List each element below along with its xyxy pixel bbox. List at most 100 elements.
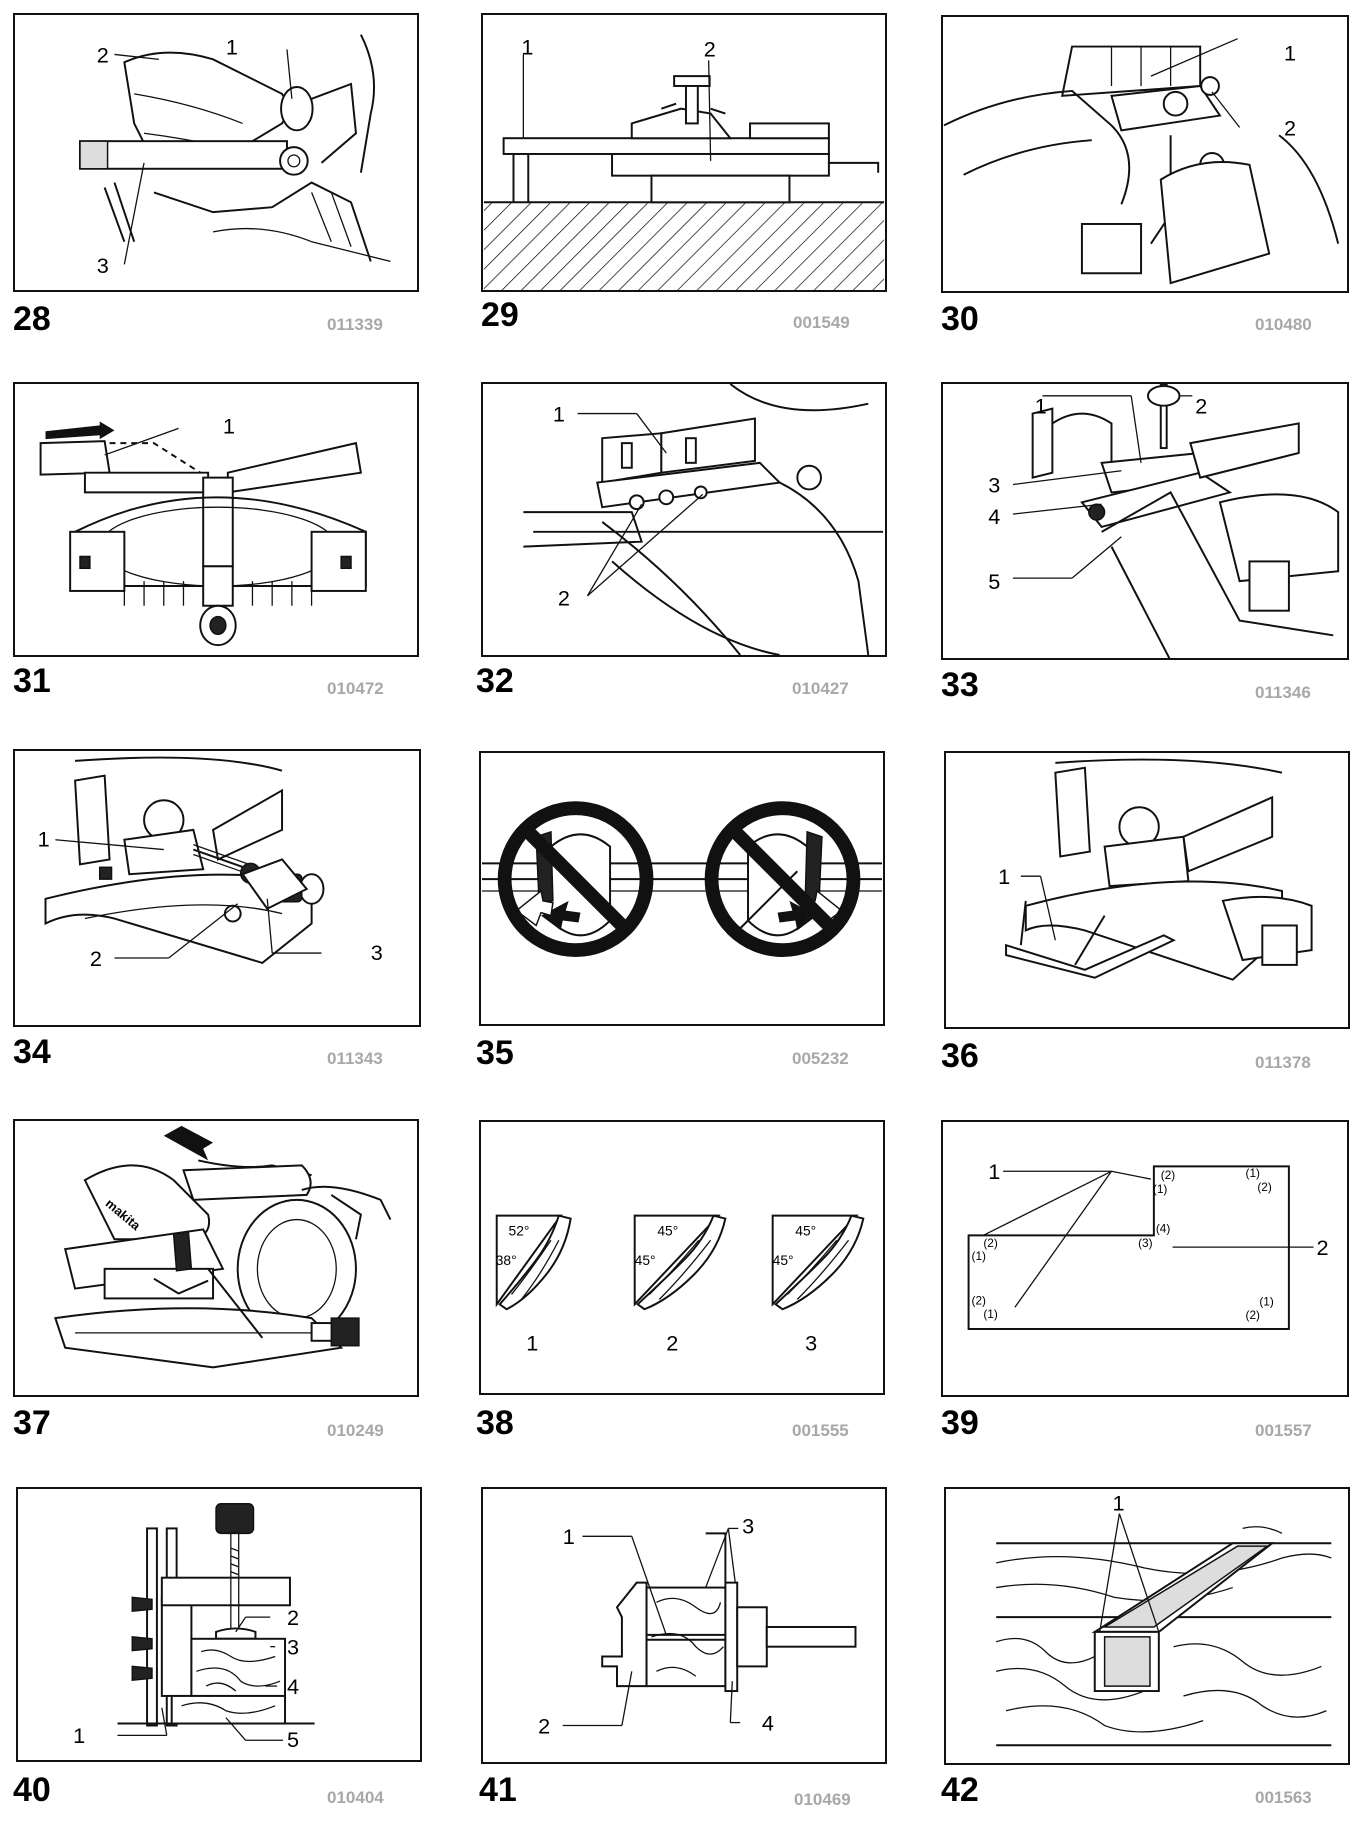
figure-42-frame: 1: [944, 1487, 1350, 1765]
fig32-callout-1: 1: [553, 401, 565, 426]
crown-molding-2: 45° 45° 2: [633, 1214, 727, 1356]
fig38-angle-c1: 45°: [795, 1223, 816, 1238]
fig39-callout-2: 2: [1316, 1235, 1328, 1260]
figure-number: 40: [13, 1771, 51, 1809]
figure-code: 011339: [327, 315, 383, 334]
corner-mark: (1): [1259, 1294, 1274, 1308]
figure-number: 29: [481, 296, 519, 334]
fig40-callout-2: 2: [287, 1605, 299, 1630]
figure-41-illustration: 1 3 2 4: [538, 1513, 857, 1738]
figure-33-frame: 1 2 3 4 5: [941, 382, 1349, 660]
figure-30-illustration: 1 2: [943, 38, 1340, 285]
fig40-callout-3: 3: [287, 1635, 299, 1660]
corner-mark: (2): [972, 1293, 987, 1307]
figure-30-frame: 1 2: [941, 15, 1349, 293]
corner-mark: (2): [1161, 1168, 1176, 1182]
figure-number: 38: [476, 1404, 514, 1442]
figure-number: 35: [476, 1034, 514, 1072]
fig28-callout-3: 3: [97, 253, 109, 278]
fig38-angle-a1: 52°: [509, 1223, 530, 1238]
figure-code: 010427: [792, 679, 849, 698]
figure-code: 010249: [327, 1421, 384, 1440]
fig41-callout-1: 1: [563, 1524, 575, 1549]
fig38-callout-2: 2: [666, 1331, 678, 1356]
corner-mark: (2): [1246, 1308, 1261, 1322]
fig30-callout-2: 2: [1284, 115, 1296, 140]
fig31-callout-1: 1: [223, 413, 235, 438]
figure-42-illustration: 1: [995, 1491, 1332, 1747]
figure-code: 001549: [793, 313, 850, 332]
fig39-callout-1: 1: [988, 1159, 1000, 1184]
corner-mark: (1): [1153, 1182, 1168, 1196]
figure-code: 011346: [1255, 683, 1311, 702]
figure-number: 33: [941, 666, 979, 704]
fig29-callout-2: 2: [704, 36, 716, 61]
figure-number: 32: [476, 662, 514, 700]
figure-34-frame: 1 2 3: [13, 749, 421, 1027]
fig41-callout-2: 2: [538, 1713, 550, 1738]
figure-40-frame: 1 2 3 4 5: [16, 1487, 422, 1762]
fig32-callout-2: 2: [558, 586, 570, 611]
figure-38-illustration: 52° 38° 1 45° 45° 2 45° 45° 3: [496, 1214, 865, 1356]
figure-code: 010404: [327, 1788, 384, 1807]
figure-number: 41: [479, 1771, 517, 1809]
prohibited-right-icon: [704, 801, 861, 957]
figure-29-frame: 1 2: [481, 13, 887, 292]
figure-number: 34: [13, 1033, 51, 1071]
fig33-callout-2: 2: [1195, 394, 1207, 419]
fig38-angle-c2: 45°: [773, 1253, 794, 1268]
fig34-callout-2: 2: [90, 946, 102, 971]
fig28-callout-1: 1: [226, 34, 238, 59]
corner-mark: (2): [983, 1236, 998, 1250]
fig40-callout-4: 4: [287, 1674, 299, 1699]
fig36-callout-1: 1: [998, 864, 1010, 889]
fig41-callout-3: 3: [742, 1513, 754, 1538]
fig33-callout-4: 4: [988, 504, 1000, 529]
fig33-callout-3: 3: [988, 472, 1000, 497]
fig33-callout-1: 1: [1035, 394, 1047, 419]
figure-number: 31: [13, 662, 51, 700]
figure-38-frame: 52° 38° 1 45° 45° 2 45° 45° 3: [479, 1120, 885, 1395]
corner-mark: (1): [972, 1249, 987, 1263]
fig34-callout-1: 1: [38, 827, 50, 852]
crown-molding-3: 45° 45° 3: [771, 1214, 865, 1356]
figure-37-frame: makita: [13, 1119, 419, 1397]
fig30-callout-1: 1: [1284, 40, 1296, 65]
figure-number: 28: [13, 300, 51, 338]
figure-number: 30: [941, 300, 979, 338]
figure-number: 36: [941, 1037, 979, 1075]
fig40-callout-1: 1: [73, 1723, 85, 1748]
corner-mark: (4): [1156, 1221, 1171, 1235]
fig33-callout-5: 5: [988, 569, 1000, 594]
fig29-callout-1: 1: [521, 34, 533, 59]
figure-28-illustration: 2 1 3: [78, 34, 391, 278]
figure-code: 010480: [1255, 315, 1312, 334]
figure-39-illustration: 1 2 (2) (1) (1) (2) (4) (3) (2) (1) (2) …: [967, 1159, 1329, 1330]
fig28-callout-2: 2: [97, 42, 109, 67]
figure-code: 011378: [1255, 1053, 1311, 1072]
figure-code: 001557: [1255, 1421, 1312, 1440]
corner-mark: (1): [983, 1307, 998, 1321]
figure-39-frame: 1 2 (2) (1) (1) (2) (4) (3) (2) (1) (2) …: [941, 1120, 1349, 1397]
figure-code: 001563: [1255, 1788, 1312, 1807]
corner-mark: (3): [1138, 1236, 1153, 1250]
fig34-callout-3: 3: [371, 940, 383, 965]
fig38-callout-3: 3: [805, 1331, 817, 1356]
fig38-angle-b2: 45°: [635, 1253, 656, 1268]
corner-mark: (2): [1257, 1180, 1272, 1194]
figure-36-frame: 1: [944, 751, 1350, 1029]
figure-34-illustration: 1 2 3: [38, 756, 383, 971]
figure-41-frame: 1 3 2 4: [481, 1487, 887, 1764]
figure-number: 37: [13, 1404, 51, 1442]
figure-35-illustration: [481, 801, 883, 957]
figure-36-illustration: 1: [998, 758, 1313, 981]
fig38-angle-a2: 38°: [496, 1253, 517, 1268]
fig38-callout-1: 1: [526, 1331, 538, 1356]
figure-29-illustration: 1 2: [483, 34, 885, 290]
figure-28-frame: 2 1 3: [13, 13, 419, 292]
figure-33-illustration: 1 2 3 4 5: [988, 384, 1340, 658]
fig40-callout-5: 5: [287, 1727, 299, 1752]
figure-35-frame: [479, 751, 885, 1026]
fig38-angle-b1: 45°: [657, 1223, 678, 1238]
figure-code: 011343: [327, 1049, 383, 1068]
